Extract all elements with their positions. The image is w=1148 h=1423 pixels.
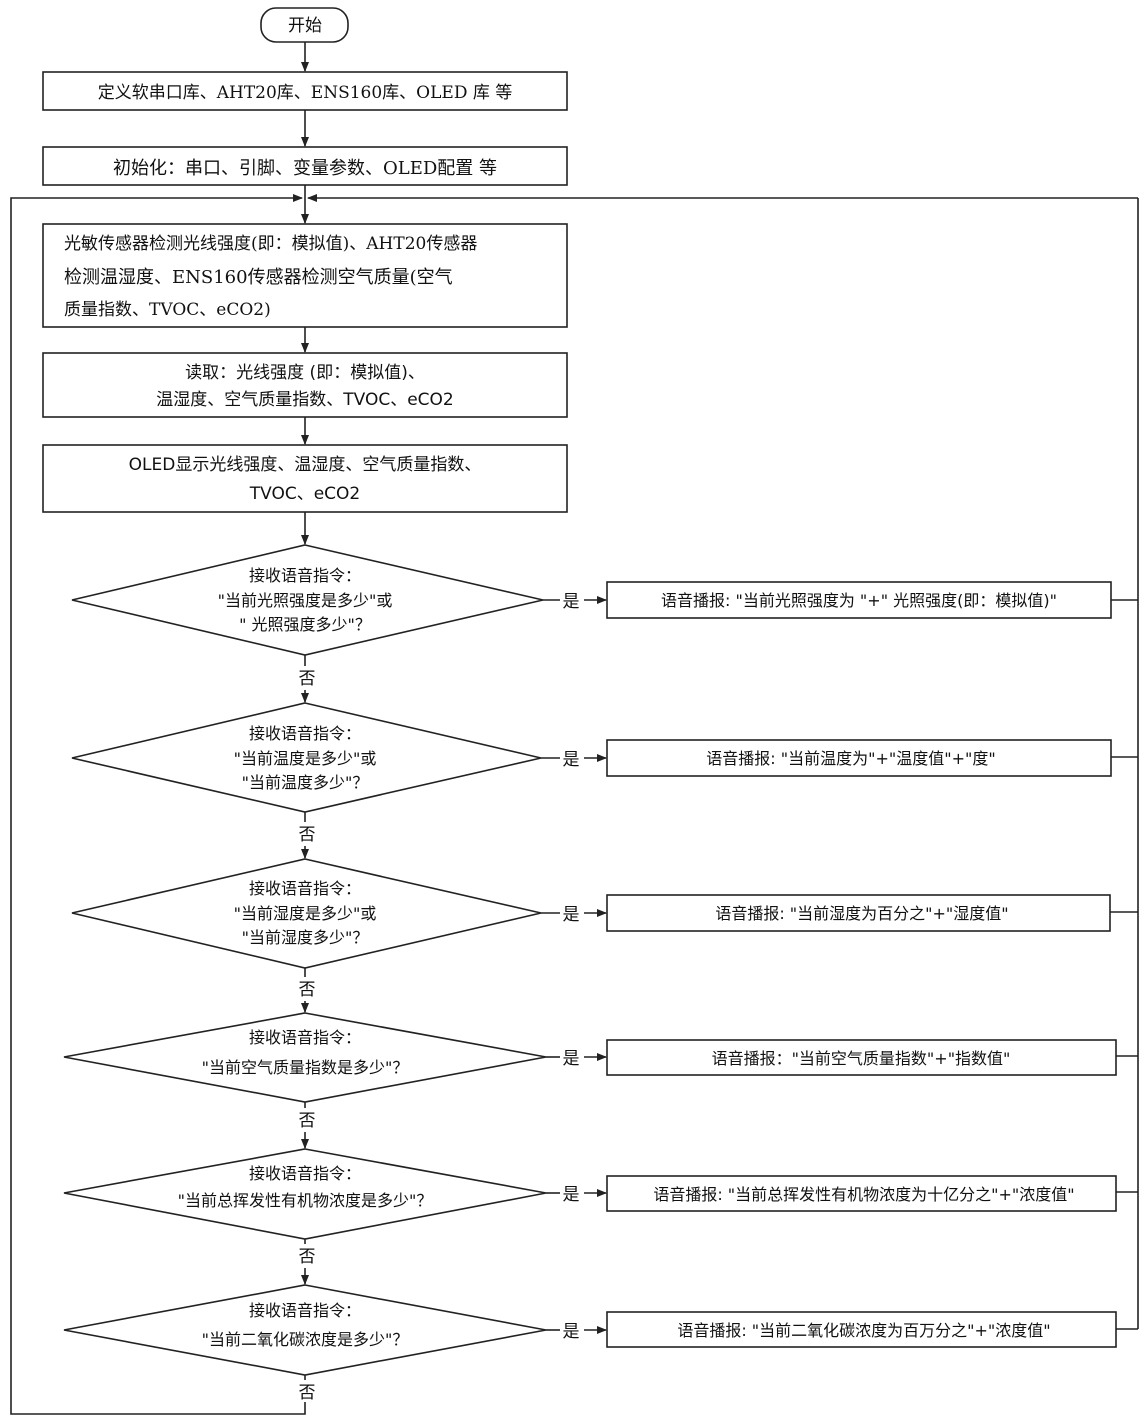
action-text: 语音播报："当前空气质量指数"+"指数值" (712, 1049, 1011, 1068)
yes-label: 是 (563, 1049, 580, 1069)
decision-text: " 光照强度多少"？ (239, 615, 371, 634)
decision-text: 接收语音指令： (249, 566, 361, 585)
decision-light-intensity: 接收语音指令： "当前光照强度是多少"或 " 光照强度多少"？ (71, 544, 544, 656)
decision-text: 接收语音指令： (249, 879, 361, 898)
action-co2: 语音播报: "当前二氧化碳浓度为百万分之"+"浓度值" (606, 1311, 1117, 1348)
action-text: 语音播报: "当前温度为"+"温度值"+"度" (706, 749, 995, 768)
no-label: 否 (299, 1383, 316, 1403)
step-text: OLED显示光线强度、温湿度、空气质量指数、 (129, 455, 482, 475)
decision-text: "当前光照强度是多少"或 (218, 591, 393, 610)
yes-label: 是 (563, 592, 580, 612)
action-text: 语音播报: "当前湿度为百分之"+"湿度值" (715, 904, 1008, 923)
step-text: 读取：光线强度 (即：模拟值)、 (185, 363, 425, 383)
process-define-libraries: 定义软串口库、AHT20库、ENS160库、OLED 库 等 (42, 71, 568, 111)
no-label: 否 (299, 669, 316, 689)
step-text: 光敏传感器检测光线强度(即：模拟值)、AHT20传感器 (64, 234, 477, 254)
no-label: 否 (299, 825, 316, 845)
no-label: 否 (299, 980, 316, 1000)
decision-humidity: 接收语音指令： "当前湿度是多少"或 "当前湿度多少"？ (71, 858, 542, 969)
action-text: 语音播报: "当前二氧化碳浓度为百万分之"+"浓度值" (677, 1321, 1050, 1340)
step-text: 温湿度、空气质量指数、TVOC、eCO2 (156, 390, 454, 410)
yes-label: 是 (563, 1322, 580, 1342)
action-humidity: 语音播报: "当前湿度为百分之"+"湿度值" (606, 894, 1111, 932)
action-tvoc: 语音播报: "当前总挥发性有机物浓度为十亿分之"+"浓度值" (606, 1175, 1117, 1212)
yes-label: 是 (563, 905, 580, 925)
no-label: 否 (299, 1247, 316, 1267)
action-air-quality-index: 语音播报："当前空气质量指数"+"指数值" (606, 1039, 1117, 1076)
process-read-values: 读取：光线强度 (即：模拟值)、 温湿度、空气质量指数、TVOC、eCO2 (42, 352, 568, 418)
action-temperature: 语音播报: "当前温度为"+"温度值"+"度" (606, 739, 1112, 777)
process-oled-display: OLED显示光线强度、温湿度、空气质量指数、 TVOC、eCO2 (42, 444, 568, 513)
decision-text: "当前湿度是多少"或 (234, 904, 377, 923)
process-sensor-detection: 光敏传感器检测光线强度(即：模拟值)、AHT20传感器 检测温湿度、ENS160… (42, 223, 568, 328)
decision-text: "当前空气质量指数是多少"？ (202, 1058, 409, 1077)
decision-air-quality-index: 接收语音指令： "当前空气质量指数是多少"？ (63, 1012, 547, 1103)
connectors (10, 42, 1139, 1415)
start-label: 开始 (288, 16, 322, 36)
decision-text: "当前温度是多少"或 (234, 749, 377, 768)
decision-tvoc: 接收语音指令： "当前总挥发性有机物浓度是多少"？ (63, 1148, 547, 1240)
decision-temperature: 接收语音指令： "当前温度是多少"或 "当前温度多少"？ (71, 702, 542, 813)
decision-text: 接收语音指令： (249, 1301, 361, 1320)
decision-co2: 接收语音指令： "当前二氧化碳浓度是多少"？ (63, 1284, 547, 1376)
action-text: 语音播报: "当前光照强度为 "+" 光照强度(即：模拟值)" (661, 591, 1057, 610)
process-initialize: 初始化：串口、引脚、变量参数、OLED配置 等 (42, 146, 568, 186)
no-label: 否 (299, 1111, 316, 1131)
decision-text: "当前温度多少"？ (242, 773, 369, 792)
decision-text: "当前湿度多少"？ (242, 928, 369, 947)
start-node: 开始 (260, 7, 349, 43)
yes-label: 是 (563, 750, 580, 770)
decision-text: "当前总挥发性有机物浓度是多少"？ (178, 1191, 433, 1210)
step-text: 定义软串口库、AHT20库、ENS160库、OLED 库 等 (98, 83, 513, 103)
yes-label: 是 (563, 1185, 580, 1205)
decision-text: "当前二氧化碳浓度是多少"？ (202, 1330, 409, 1349)
action-light-intensity: 语音播报: "当前光照强度为 "+" 光照强度(即：模拟值)" (606, 581, 1112, 619)
step-text: TVOC、eCO2 (249, 484, 361, 504)
step-text: 初始化：串口、引脚、变量参数、OLED配置 等 (113, 158, 497, 179)
decision-text: 接收语音指令： (249, 1164, 361, 1183)
decision-text: 接收语音指令： (249, 724, 361, 743)
action-text: 语音播报: "当前总挥发性有机物浓度为十亿分之"+"浓度值" (653, 1185, 1074, 1204)
decision-text: 接收语音指令： (249, 1028, 361, 1047)
step-text: 质量指数、TVOC、eCO2) (64, 300, 271, 320)
step-text: 检测温湿度、ENS160传感器检测空气质量(空气 (64, 267, 453, 288)
